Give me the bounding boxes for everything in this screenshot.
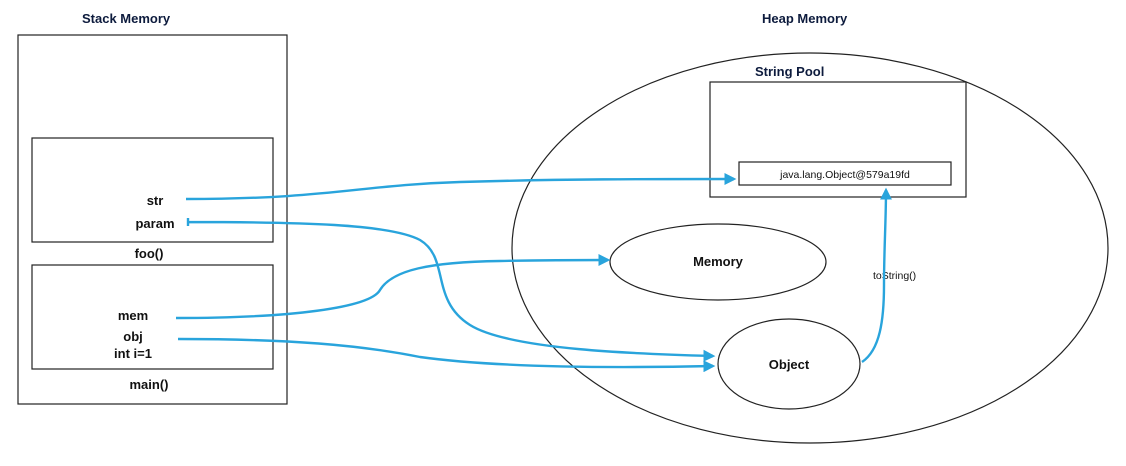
var-int-i: int i=1 (114, 346, 152, 361)
string-pool-box (709, 81, 967, 198)
string-pool-title: String Pool (755, 64, 824, 79)
stack-memory-title: Stack Memory (82, 11, 171, 26)
string-pool-entry: java.lang.Object@579a19fd (779, 169, 910, 181)
stack-frame-main (31, 264, 274, 370)
heap-memory-title: Heap Memory (762, 11, 848, 26)
arrow-param-to-object (186, 218, 713, 356)
heap-object-object-label: Object (769, 357, 810, 372)
arrow-str-to-string-pool (185, 173, 737, 201)
arrow-mem-to-memory (175, 254, 611, 320)
tostring-label: toString() (873, 270, 916, 282)
arrow-object-tostring (861, 187, 892, 363)
string-pool-entry-box (738, 161, 952, 186)
frame-label-main: main() (130, 377, 169, 392)
heap-object-memory-label: Memory (693, 254, 744, 269)
var-mem: mem (118, 308, 148, 323)
frame-label-foo: foo() (135, 246, 164, 261)
var-str: str (147, 193, 164, 208)
var-obj: obj (123, 329, 143, 344)
arrow-obj-to-object (177, 337, 716, 373)
stack-memory-box (17, 34, 288, 405)
stack-frame-foo (31, 137, 274, 243)
var-param: param (135, 216, 174, 231)
heap-memory-region (511, 52, 1109, 444)
